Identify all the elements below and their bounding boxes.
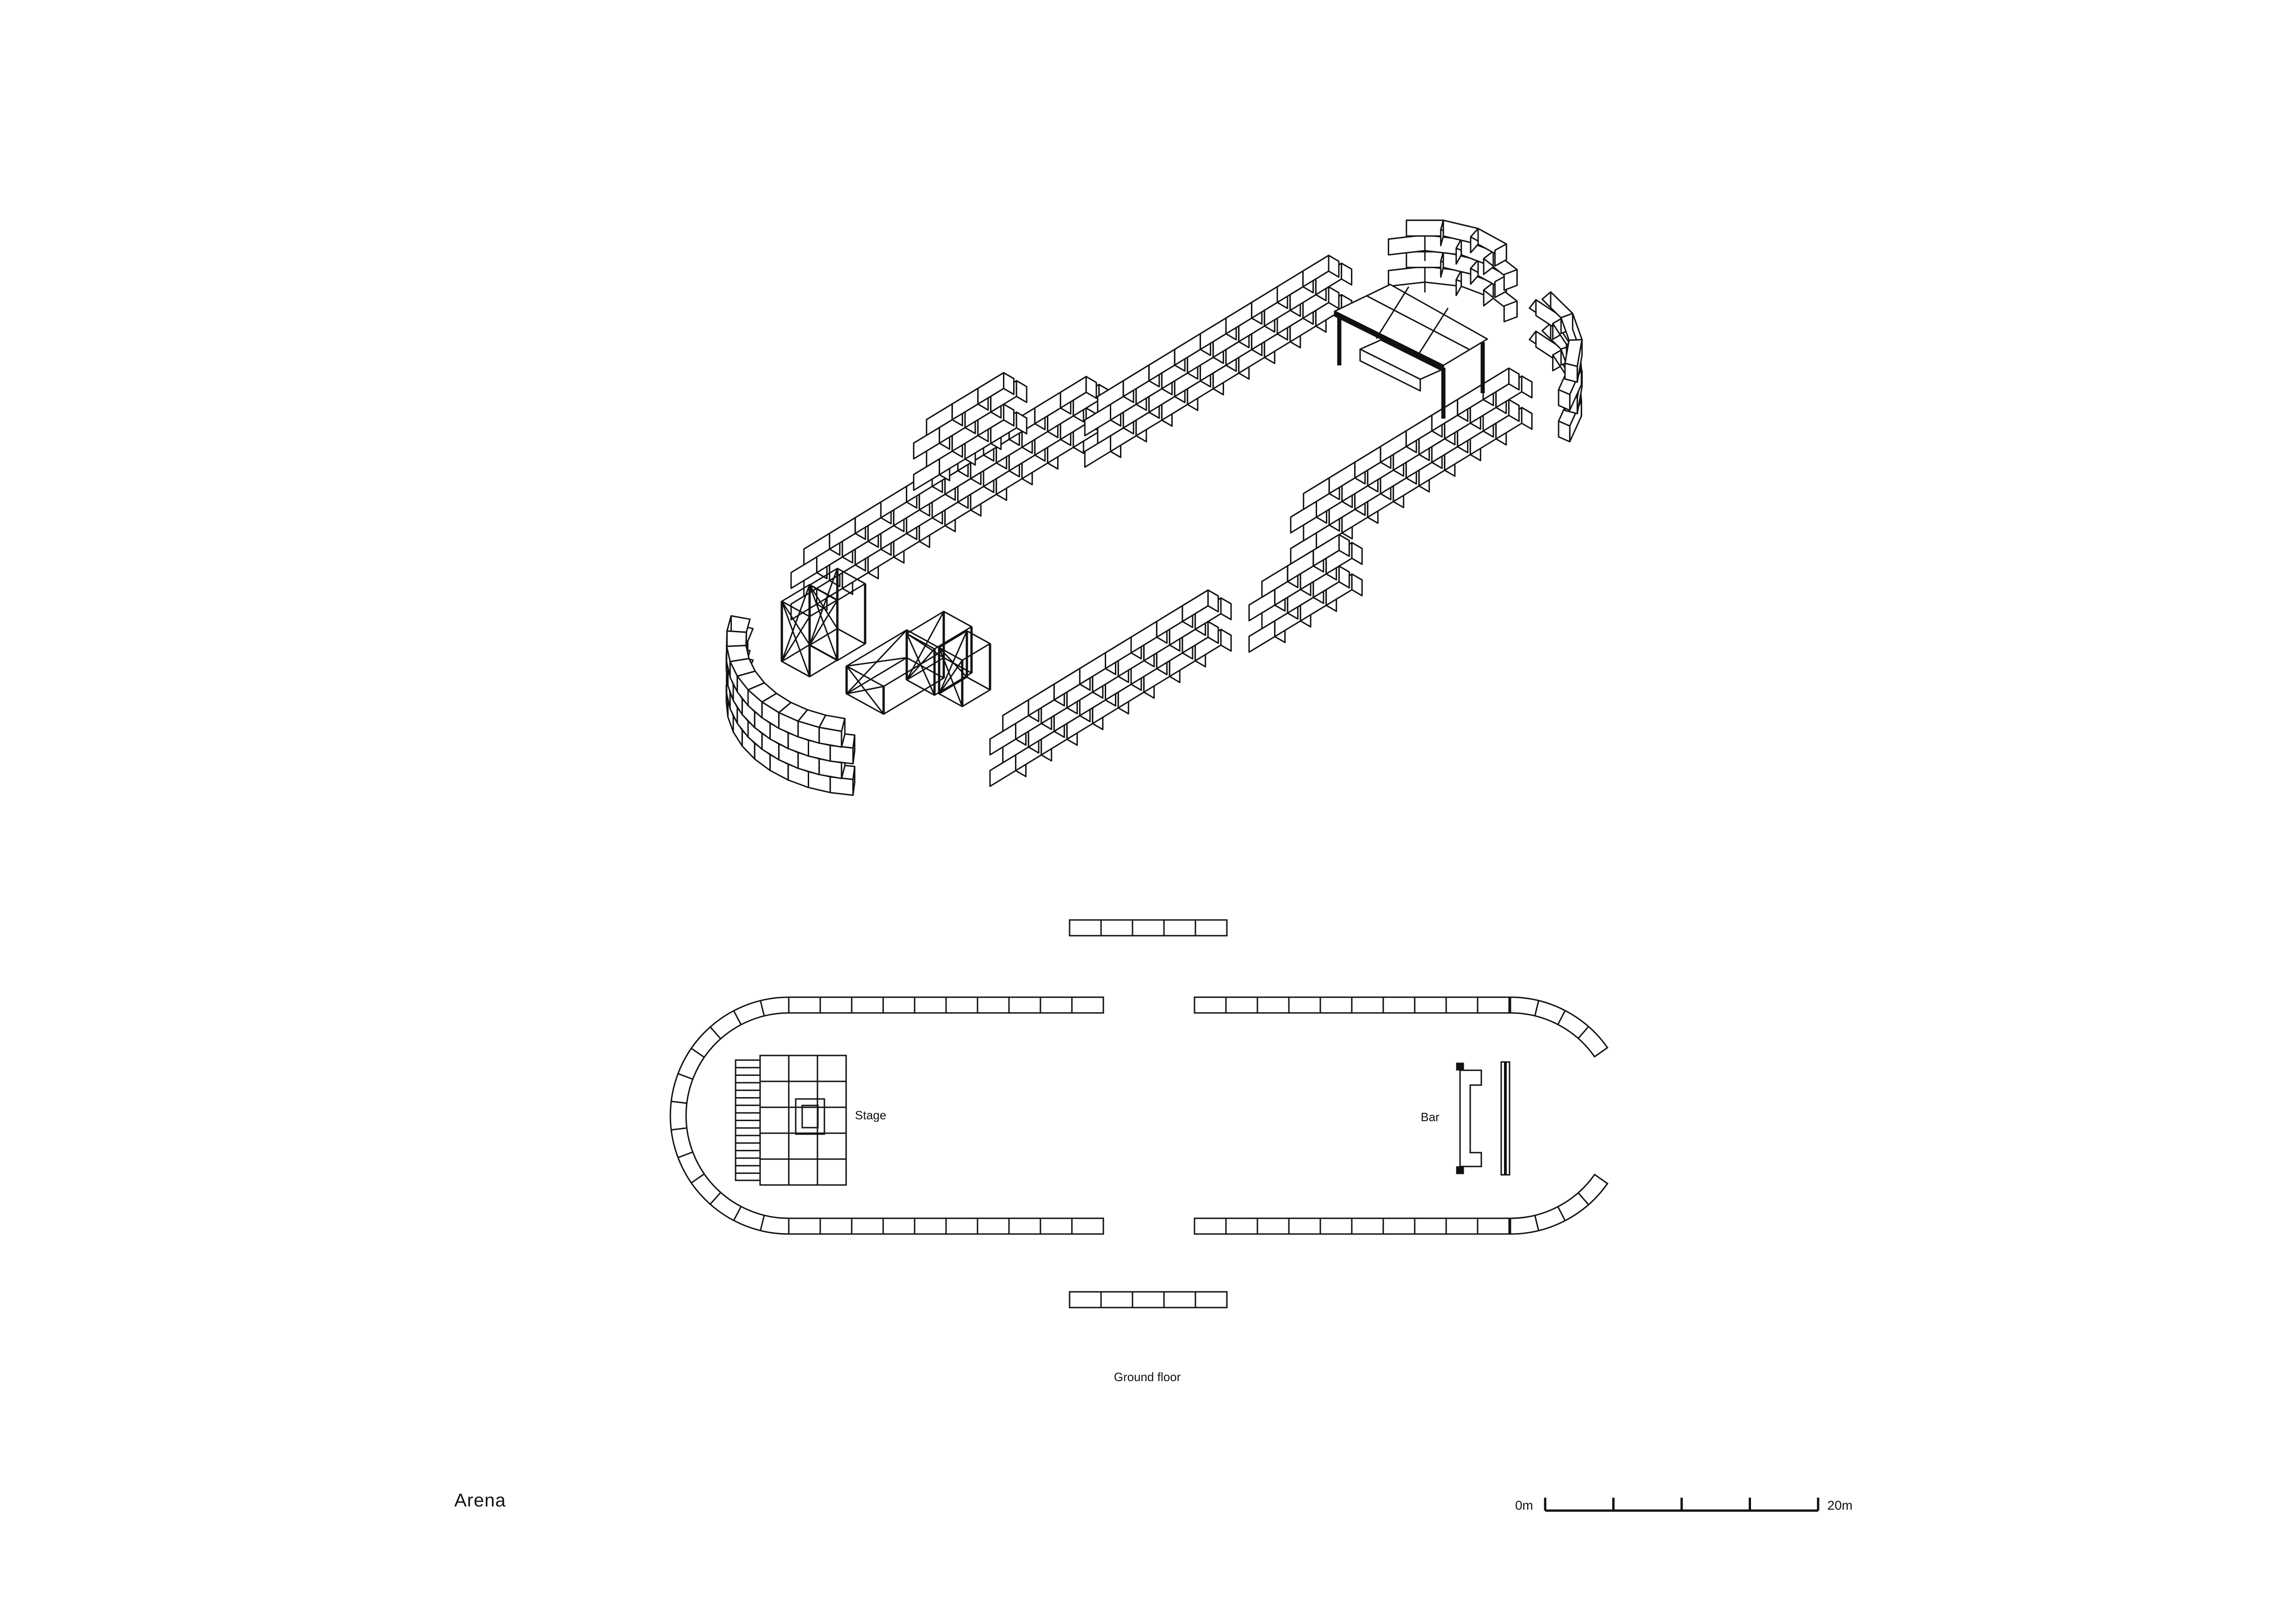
plan-wall-west-curve-joint (691, 1173, 705, 1184)
drawing-title: Arena (454, 1490, 506, 1511)
scale-end-label: 20m (1827, 1498, 1852, 1512)
plan-wall-west-curve-joint (760, 1000, 765, 1016)
axonometric-block-walls (725, 219, 1583, 796)
ground-floor-plan (669, 919, 1609, 1308)
plan-wall-west-curve-joint (733, 1206, 742, 1221)
axo-wall-east-curve-side (1564, 363, 1578, 383)
axo-wall-north-east-side (1328, 254, 1340, 278)
axo-wall-north-curve-front (1387, 234, 1426, 256)
axo-stage-tower-c-brace (906, 633, 944, 659)
axo-wall-west-curve-side (852, 765, 855, 796)
plan-bar (1456, 1061, 1510, 1176)
plan-wall-east-curve-north-joint (1557, 1010, 1566, 1025)
plan-wall-west-curve-joint (760, 1215, 765, 1231)
axo-wall-south-west-side (1207, 589, 1219, 613)
axo-wall-west-curve-side (852, 734, 855, 765)
axo-screen-south-side (1351, 573, 1363, 597)
plan-wall-west-curve-joint (671, 1100, 687, 1104)
bar-label: Bar (1421, 1110, 1440, 1124)
axo-wall-north-curve-front (1405, 219, 1444, 237)
plan-block-walls (669, 919, 1609, 1308)
axo-wall-north-curve-side (1494, 243, 1507, 267)
axo-bar-counter-front (1359, 348, 1421, 392)
plan-stage-riser-inner (801, 1105, 819, 1129)
axo-wall-west-curve-front (829, 745, 854, 765)
axo-bar-roof-panel (1367, 295, 1469, 350)
axo-bar-roof-panel (1375, 286, 1410, 339)
axo-stage-tower-a-brace (781, 601, 811, 677)
plan-wall-west-curve-joint (691, 1048, 705, 1058)
axo-screen-south-side (1338, 534, 1350, 557)
axonometric-view (725, 219, 1583, 796)
axo-wall-north-east-side (1328, 286, 1340, 309)
axo-screen-north-side (1015, 411, 1027, 435)
plan-stage-riser (795, 1098, 825, 1135)
stage-label: Stage (855, 1108, 886, 1122)
plan-screen-north-outline (1069, 919, 1228, 937)
plan-bar-counter (1459, 1069, 1482, 1167)
axo-screen-north-side (1003, 372, 1015, 395)
axo-wall-north-curve-side (1503, 300, 1518, 322)
axo-stage-tower-b-brace (809, 585, 838, 661)
axo-wall-north-east-side (1341, 262, 1353, 286)
axonometric-bar-canopy (1334, 284, 1488, 419)
plan-bar-post (1456, 1062, 1464, 1071)
plan-wall-west-curve-joint (710, 1192, 721, 1205)
axo-screen-north-side (1015, 380, 1027, 403)
axo-wall-west-curve-front (818, 727, 842, 748)
plan-bar-post (1456, 1166, 1464, 1174)
plan-wall-west-curve-joint (678, 1151, 693, 1159)
plan-wall-east-curve-south-joint (1578, 1192, 1589, 1205)
axo-wall-south-east-side (1508, 399, 1520, 422)
plan-wall-east-curve-south-joint (1557, 1206, 1566, 1221)
axo-wall-south-west-side (1207, 621, 1219, 644)
scale-bar (1544, 1498, 1819, 1512)
axo-stage-tower-b-brace (809, 585, 838, 629)
plan-wall-west-curve-joint (678, 1073, 693, 1080)
axo-wall-west-curve-side (841, 718, 846, 748)
plan-wall-west-curve-joint (671, 1127, 687, 1131)
axo-wall-south-east-side (1521, 407, 1533, 430)
scale-start-label: 0m (1515, 1498, 1533, 1512)
axo-bar-roof-panel (1415, 308, 1449, 359)
plan-stage (735, 1055, 847, 1186)
axo-wall-west-curve-front (829, 776, 854, 796)
axo-screen-south-side (1338, 565, 1350, 589)
axonometric-stage-scaffold (780, 568, 991, 715)
axo-stage-tower-a-brace (781, 601, 811, 645)
axo-stage-tower-d-brace (938, 647, 963, 707)
plan-wall-east-curve-south-joint (1534, 1215, 1540, 1231)
axo-stage-tower-c-brace (906, 633, 935, 696)
axo-stage-deck-a-brace (846, 666, 885, 715)
axo-screen-south-side (1351, 542, 1363, 565)
plan-wall-west-curve-joint (733, 1010, 742, 1025)
axo-wall-north-curve-front (1387, 265, 1426, 287)
axo-wall-south-east-side (1508, 367, 1520, 391)
axo-wall-south-west-side (1220, 629, 1232, 652)
scale-bar-ticks (1544, 1498, 1819, 1511)
plan-wall-east-curve-north-outline (1510, 996, 1609, 1058)
plan-wall-west-curve-joint (710, 1026, 721, 1039)
axo-wall-south-east-side (1521, 375, 1533, 399)
floor-label: Ground floor (1114, 1370, 1181, 1384)
plan-screen-south-outline (1069, 1291, 1228, 1308)
axo-stage-deck-a-brace (846, 657, 907, 667)
plan-wall-west-curve-outline (669, 996, 790, 1235)
axo-wall-east-curve-side (1558, 420, 1571, 443)
axo-wall-west-curve-top (726, 630, 747, 647)
axo-wall-north-curve-side (1503, 269, 1518, 291)
axo-screen-north-side (1003, 403, 1015, 427)
axo-wall-south-west-side (1220, 597, 1232, 621)
plan-wall-east-curve-north-joint (1534, 1000, 1540, 1016)
plan-wall-east-curve-south-outline (1510, 1173, 1609, 1235)
plan-wall-east-curve-north-joint (1578, 1026, 1589, 1039)
axo-wall-east-curve-side (1558, 389, 1571, 411)
plan-stage-platform (759, 1055, 847, 1186)
axo-stage-tower-d-brace (938, 647, 968, 678)
axo-wall-north-west-side (1085, 376, 1097, 399)
